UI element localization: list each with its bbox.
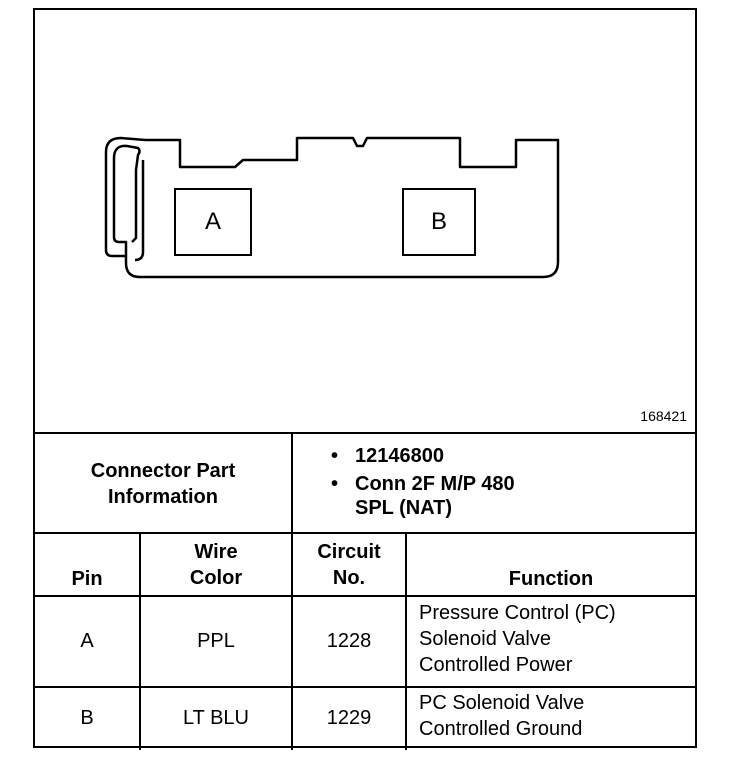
connector-part-list: • 12146800 • Conn 2F M/P 480 SPL (NAT) xyxy=(331,444,655,524)
pin-cavity-a: A xyxy=(174,188,252,256)
connector-drawing: A B 168421 xyxy=(35,10,695,434)
header-wire-color: Wire Color xyxy=(189,541,243,589)
figure-id: 168421 xyxy=(640,408,687,424)
part-description-item: • Conn 2F M/P 480 SPL (NAT) xyxy=(331,472,655,520)
row-b-circuit: 1229 xyxy=(326,706,372,729)
row-a-wire-color: PPL xyxy=(197,630,235,652)
rule-parts xyxy=(35,532,695,534)
rule-header xyxy=(35,595,695,597)
connector-sheet: A B 168421 Connector Part Information • … xyxy=(33,8,697,750)
pin-cavity-b: B xyxy=(402,188,476,256)
bullet-icon: • xyxy=(331,473,339,495)
row-b-wire-color: LT BLU xyxy=(183,706,249,729)
rule-v-circuit xyxy=(405,532,407,750)
header-pin: Pin xyxy=(71,568,103,590)
pin-cavity-a-label: A xyxy=(204,208,221,235)
row-a-function: Pressure Control (PC) Solenoid Valve Con… xyxy=(419,602,616,676)
rule-v-pin xyxy=(139,532,141,750)
rule-v-parts xyxy=(291,432,293,750)
rule-top xyxy=(35,432,695,434)
part-description: Conn 2F M/P 480 SPL (NAT) xyxy=(355,473,515,519)
pin-cavity-b-label: B xyxy=(430,208,447,235)
part-number: 12146800 xyxy=(355,445,444,467)
row-a-circuit: 1228 xyxy=(326,630,372,652)
row-a-pin: A xyxy=(80,630,94,652)
bullet-icon: • xyxy=(331,445,339,467)
latch-groove xyxy=(134,160,145,262)
connector-outline xyxy=(104,136,560,279)
part-number-item: • 12146800 xyxy=(331,444,655,468)
header-function: Function xyxy=(508,568,594,590)
rule-row-a xyxy=(35,686,695,688)
row-b-pin: B xyxy=(80,706,94,729)
housing-outline xyxy=(124,136,560,279)
connector-part-label: Connector Part Information xyxy=(90,460,236,508)
header-circuit: Circuit No. xyxy=(317,541,381,589)
latch-arm xyxy=(104,136,146,258)
row-b-function: PC Solenoid Valve Controlled Ground xyxy=(419,692,585,740)
